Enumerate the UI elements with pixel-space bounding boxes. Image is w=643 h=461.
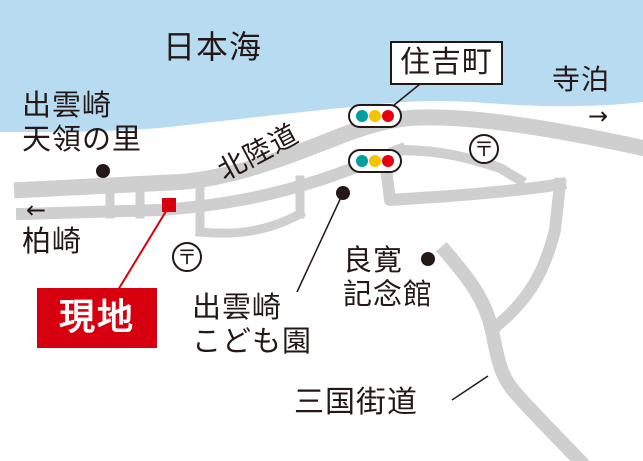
tenryo-no-sato-label: 出雲崎 天領の里 xyxy=(22,88,142,156)
post-office-symbol-east: 〒 xyxy=(474,137,495,161)
traffic-signal-upper xyxy=(348,104,402,128)
kinenkan-dot xyxy=(421,252,435,266)
mikuni-kaido-label: 三国街道 xyxy=(294,385,418,420)
kodomoen-line-2: こども園 xyxy=(192,324,313,358)
sea-area xyxy=(0,0,643,132)
ryokan-kinenkan-label: 良寛 記念館 xyxy=(343,243,433,311)
road-east-link xyxy=(394,144,527,187)
post-office-icon xyxy=(172,242,202,272)
mikuni-leader-line xyxy=(451,375,489,401)
kashiwazaki-label: 柏崎 xyxy=(22,224,83,258)
branch-road-south xyxy=(378,153,568,206)
kodomoen-line-1: 出雲崎 xyxy=(192,290,283,324)
east-arrow: → xyxy=(588,102,609,130)
tenryo-line-1: 出雲崎 xyxy=(22,88,113,122)
site-marker xyxy=(162,198,176,212)
tenryo-dot xyxy=(96,164,110,178)
left-loop-road xyxy=(195,207,307,238)
traffic-signal-lower xyxy=(348,149,402,173)
kodomoen-leader-line xyxy=(296,192,344,293)
west-arrow: ← xyxy=(26,196,47,224)
kinenkan-line-2: 記念館 xyxy=(343,277,434,311)
site-stub-road xyxy=(105,181,205,237)
post-office-symbol-west: 〒 xyxy=(177,245,198,269)
teradomari-label: 寺泊 xyxy=(552,63,611,96)
sumiyoshicho-label: 住吉町 xyxy=(390,41,503,85)
mikuni-kaido-road xyxy=(436,242,590,461)
tenryo-line-2: 天領の里 xyxy=(22,122,143,156)
post-office-icon xyxy=(469,134,499,164)
site-leader-line xyxy=(117,207,169,291)
kinenkan-line-1: 良寛 xyxy=(343,243,404,277)
kodomoen-label: 出雲崎 こども園 xyxy=(192,290,312,358)
mikuni-kaido-branch xyxy=(483,177,567,339)
site-label: 現地 xyxy=(37,288,157,348)
sea-label: 日本海 xyxy=(163,28,263,66)
